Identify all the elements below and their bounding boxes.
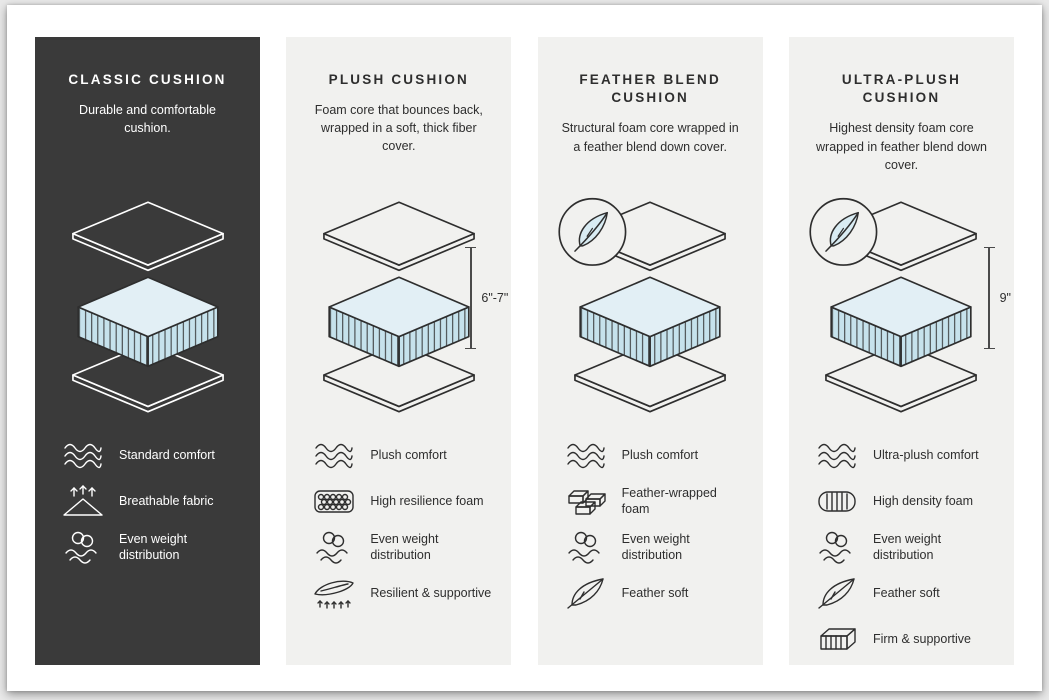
cushion-diagram-area <box>538 183 763 423</box>
feature-item: Even weight distribution <box>61 527 250 567</box>
feature-label: Feather-wrapped foam <box>621 485 717 516</box>
column-description: Foam core that bounces back, wrapped in … <box>314 103 483 154</box>
column-header: PLUSH CUSHION Foam core that bounces bac… <box>286 71 511 183</box>
waves-icon <box>566 443 605 469</box>
cushion-diagram-area: 6"-7" <box>286 183 511 423</box>
feature-label: Ultra-plush comfort <box>872 447 979 462</box>
cushion-layers-diagram <box>558 197 727 413</box>
column-classic-cushion: CLASSIC CUSHION Durable and comfortable … <box>35 37 260 665</box>
cushion-layers-diagram <box>809 197 978 413</box>
infographic-sheet: CLASSIC CUSHION Durable and comfortable … <box>7 5 1042 691</box>
feature-label: Firm & supportive <box>872 631 971 646</box>
spring-support-icon <box>314 580 355 609</box>
feature-item: Feather soft <box>815 573 1004 613</box>
column-title: CLASSIC CUSHION <box>68 72 227 87</box>
feature-label: Even weight distribution <box>872 531 942 562</box>
column-description: Structural foam core wrapped in a feathe… <box>561 121 739 154</box>
height-measurement: 9" <box>983 247 1011 349</box>
feather-icon <box>818 578 855 609</box>
bricks-icon <box>567 490 606 515</box>
column-title: FEATHER BLEND CUSHION <box>579 72 721 106</box>
feature-label: Feather soft <box>621 585 689 600</box>
measurement-label: 6"-7" <box>481 291 509 305</box>
feature-item: Plush comfort <box>312 435 501 475</box>
feature-label: Plush comfort <box>621 447 699 462</box>
waves-icon <box>64 443 102 469</box>
height-measurement: 6"-7" <box>465 247 508 349</box>
breathable-fabric-icon <box>63 485 103 516</box>
cushion-layers-diagram <box>322 201 475 413</box>
feature-list: Standard comfort Breathable fabric <box>35 423 260 567</box>
cushion-diagram-area: 9" <box>789 183 1014 423</box>
feather-badge <box>809 197 878 266</box>
feature-item: Plush comfort <box>564 435 753 475</box>
measurement-label: 9" <box>999 291 1011 305</box>
feature-item: Resilient & supportive <box>312 573 501 613</box>
feature-label: High density foam <box>872 493 974 508</box>
column-title: ULTRA-PLUSH CUSHION <box>841 72 962 106</box>
column-ultra-plush-cushion: ULTRA-PLUSH CUSHION Highest density foam… <box>788 37 1014 665</box>
column-plush-cushion: PLUSH CUSHION Foam core that bounces bac… <box>286 37 512 665</box>
feature-label: Plush comfort <box>370 447 447 462</box>
feature-label: High resilience foam <box>370 493 484 508</box>
cushion-diagram-area <box>35 183 260 423</box>
feature-item: Feather-wrapped foam <box>564 481 753 521</box>
feather-icon <box>566 578 604 609</box>
column-header: FEATHER BLEND CUSHION Structural foam co… <box>538 71 763 183</box>
cushion-layers-diagram <box>71 201 224 413</box>
column-header: ULTRA-PLUSH CUSHION Highest density foam… <box>789 71 1014 183</box>
density-foam-icon <box>818 491 856 512</box>
feature-list: Plush comfort High resilience foam <box>286 423 511 613</box>
feature-label: Standard comfort <box>119 447 215 462</box>
feature-label: Even weight distribution <box>370 531 439 562</box>
column-feather-blend-cushion: FEATHER BLEND CUSHION Structural foam co… <box>537 37 763 665</box>
feature-list: Ultra-plush comfort High density foam <box>789 423 1014 659</box>
column-title: PLUSH CUSHION <box>328 72 469 87</box>
feather-badge <box>558 197 627 266</box>
weight-distribution-icon <box>316 531 349 564</box>
measurement-bracket <box>465 247 477 349</box>
waves-icon <box>818 443 856 469</box>
feature-label: Resilient & supportive <box>370 585 492 600</box>
feature-list: Plush comfort Feather-wrapped foa <box>538 423 763 613</box>
feature-label: Breathable fabric <box>119 493 214 508</box>
feature-label: Feather soft <box>872 585 940 600</box>
feature-item: Feather soft <box>564 573 753 613</box>
feature-item: High resilience foam <box>312 481 501 521</box>
honeycomb-foam-icon <box>314 490 355 513</box>
firm-support-icon <box>820 628 856 650</box>
column-description: Durable and comfortable cushion. <box>79 103 216 136</box>
feature-item: High density foam <box>815 481 1004 521</box>
weight-distribution-icon <box>65 531 97 564</box>
feature-item: Ultra-plush comfort <box>815 435 1004 475</box>
feature-item: Standard comfort <box>61 435 250 475</box>
feature-item: Breathable fabric <box>61 481 250 521</box>
weight-distribution-icon <box>819 531 851 564</box>
feature-item: Even weight distribution <box>815 527 1004 567</box>
column-header: CLASSIC CUSHION Durable and comfortable … <box>35 71 260 183</box>
cushion-comparison: CLASSIC CUSHION Durable and comfortable … <box>35 37 1014 665</box>
waves-icon <box>315 443 354 469</box>
feature-label: Even weight distribution <box>621 531 690 562</box>
feature-item: Even weight distribution <box>564 527 753 567</box>
measurement-bracket <box>983 247 995 349</box>
column-description: Highest density foam core wrapped in fea… <box>816 121 987 172</box>
feature-item: Firm & supportive <box>815 619 1004 659</box>
weight-distribution-icon <box>567 531 600 564</box>
feature-label: Even weight distribution <box>119 531 188 562</box>
feature-item: Even weight distribution <box>312 527 501 567</box>
